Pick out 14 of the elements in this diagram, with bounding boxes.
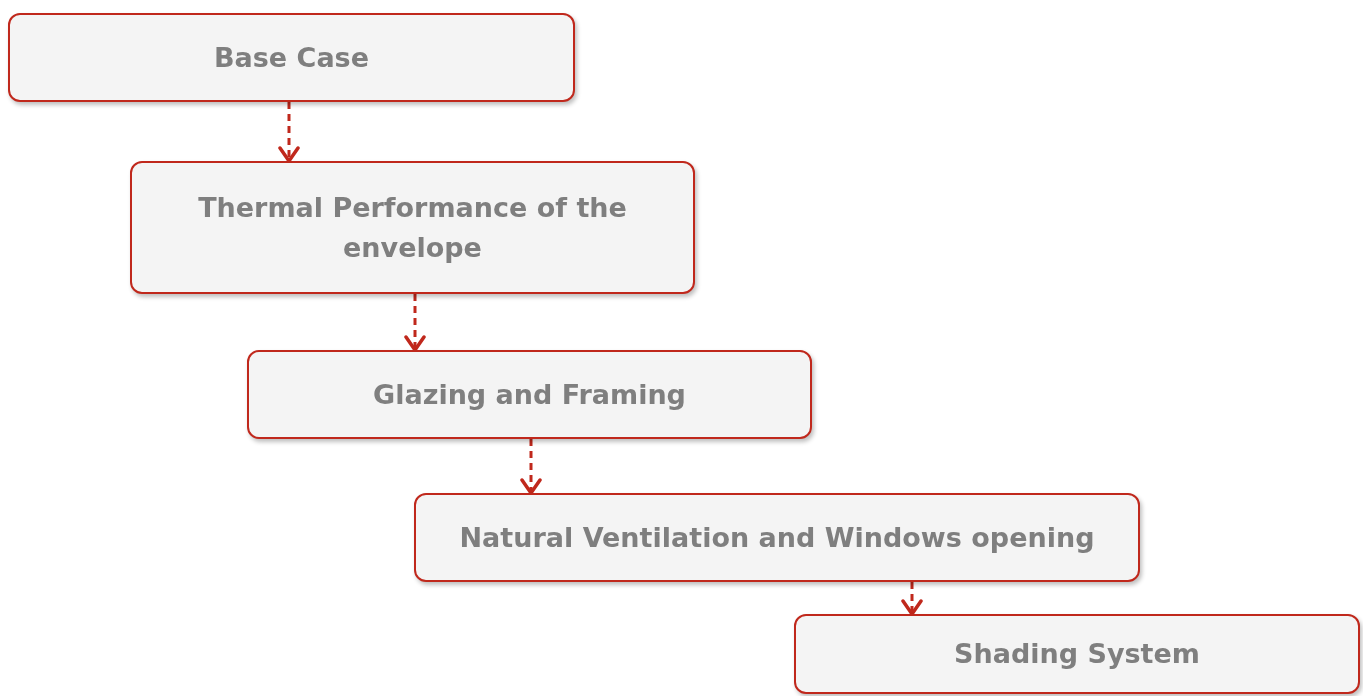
process-box	[130, 161, 695, 294]
dashed-arrow	[404, 294, 426, 352]
box-label: Natural Ventilation and Windows opening	[459, 520, 1095, 555]
box-label: Shading System	[954, 637, 1200, 672]
process-box	[8, 13, 575, 102]
process-box	[247, 350, 812, 439]
box-label: Thermal Performance of the envelope	[197, 191, 628, 265]
dashed-arrow	[278, 102, 300, 163]
box-label: Glazing and Framing	[373, 377, 686, 412]
dashed-arrow	[901, 582, 923, 616]
process-box	[794, 614, 1360, 694]
box-label: Base Case	[214, 40, 369, 75]
dashed-arrow	[520, 439, 542, 495]
process-box	[414, 493, 1140, 582]
